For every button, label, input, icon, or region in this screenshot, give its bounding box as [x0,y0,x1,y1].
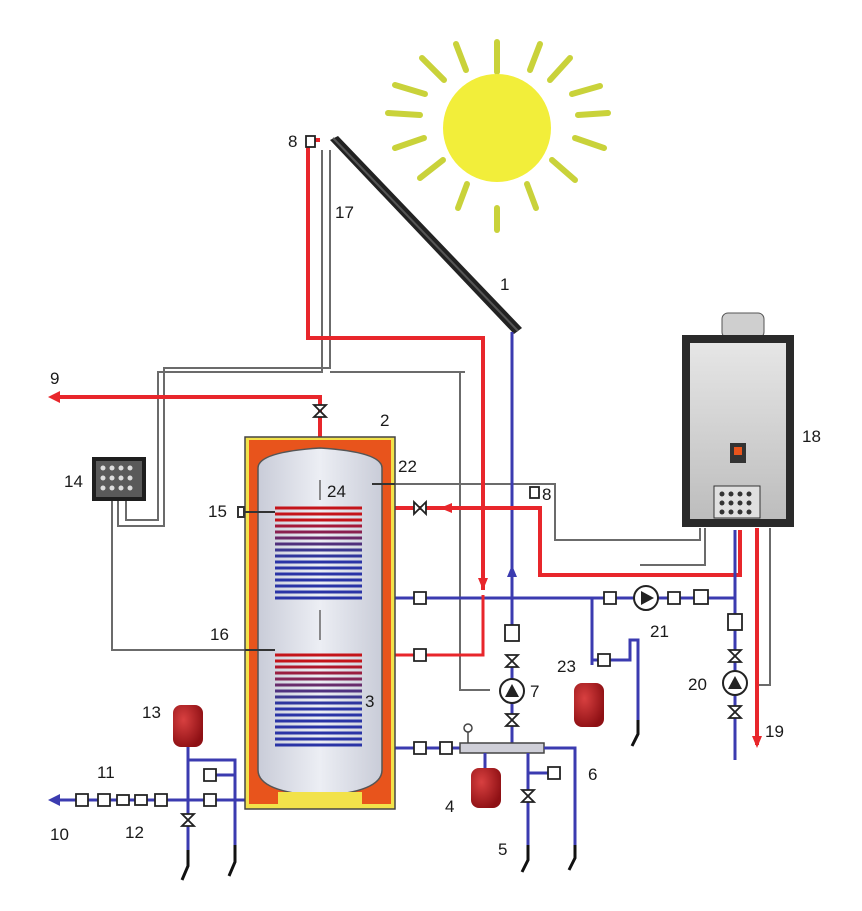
expansion-vessel [173,683,604,808]
boiler-flow-hot [395,506,759,745]
label-2: 2 [380,411,389,430]
label-13: 13 [142,703,161,722]
cold-inlet-arrow [48,794,60,806]
flow-arrow [478,578,488,590]
solar-controller [92,457,146,501]
label-11: 11 [97,763,115,782]
label-19: 19 [765,722,784,741]
label-17: 17 [335,203,354,222]
label-4: 4 [445,797,454,816]
solar-collector [330,136,522,334]
vessel-23-piping [590,638,640,720]
label-16: 16 [210,625,229,644]
hot-outlet-arrow [48,391,60,403]
boiler [682,312,794,527]
label-21: 21 [650,622,669,641]
label-24: 24 [327,482,346,501]
pump-icon [499,585,748,704]
tank-sensors [237,483,395,651]
label-8-mid: 8 [542,485,551,504]
label-8-top: 8 [288,132,297,151]
flow-arrow [507,565,517,577]
label-1: 1 [500,275,509,294]
label-9: 9 [50,369,59,388]
label-10: 10 [50,825,69,844]
label-23: 23 [557,657,576,676]
label-15: 15 [208,502,227,521]
drain-outlets [180,720,640,881]
label-7: 7 [530,682,539,701]
hot-water-outlet [55,395,322,440]
sun-icon [385,39,611,233]
label-5: 5 [498,840,507,859]
inlet-fittings [116,589,709,806]
label-14: 14 [64,472,83,491]
air-vent [305,135,540,499]
label-3: 3 [365,692,374,711]
flow-indicator [504,613,743,642]
flow-arrow [440,503,452,513]
label-22: 22 [398,457,417,476]
label-18: 18 [802,427,821,446]
lower-coil [275,653,362,747]
storage-tank [244,436,396,810]
upper-coil [275,506,362,600]
flow-arrow [752,736,762,748]
valve-icon [75,404,744,827]
label-6: 6 [588,765,597,784]
label-20: 20 [688,675,707,694]
control-wiring [111,150,771,691]
label-12: 12 [125,823,144,842]
